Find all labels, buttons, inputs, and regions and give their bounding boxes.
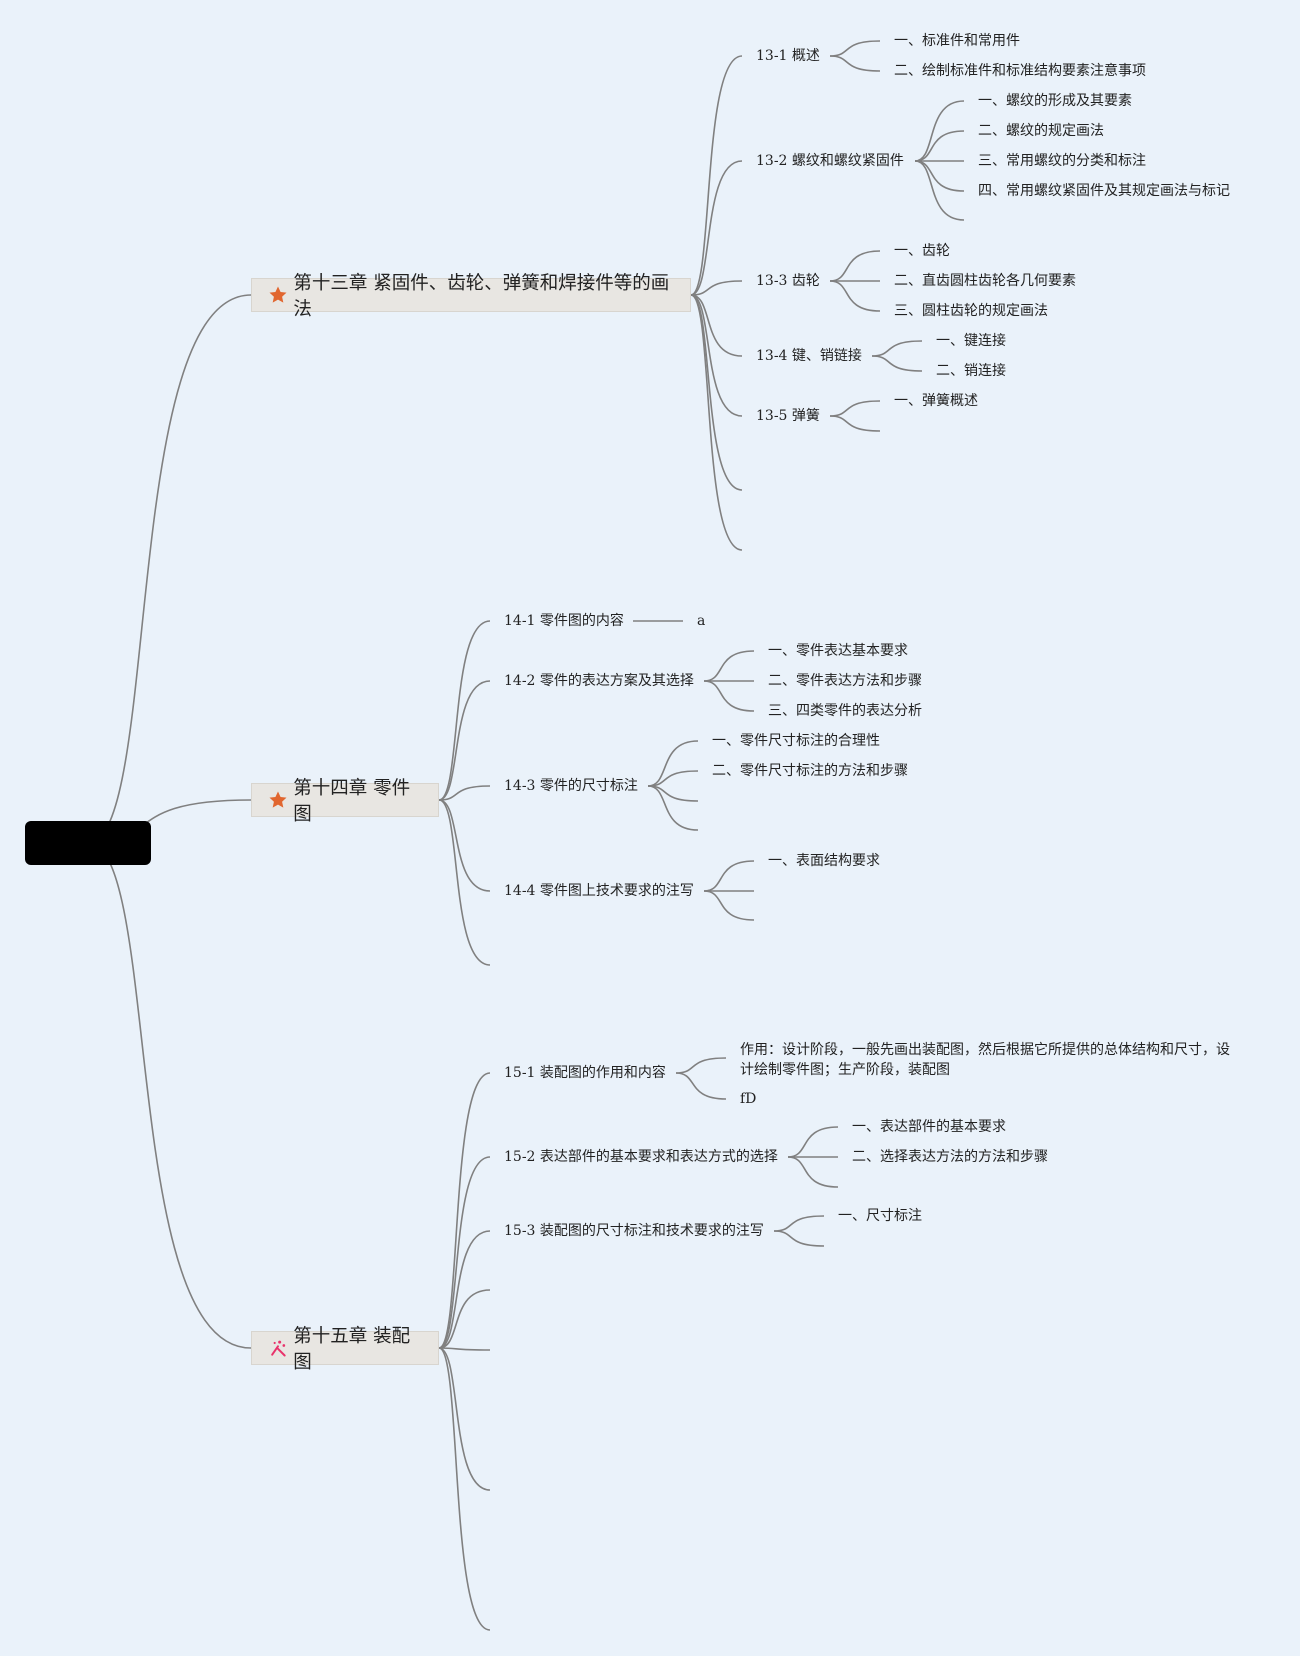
connector-line (438, 1347, 491, 1491)
connector-line (438, 785, 491, 801)
connector-line (829, 55, 881, 72)
topic-node[interactable]: 二、零件尺寸标注的方法和步骤 (712, 763, 908, 779)
section-14-2[interactable]: 14-2 零件的表达方案及其选择 (504, 673, 694, 689)
chapter-13-node[interactable]: 第十三章 紧固件、齿轮、弹簧和焊接件等的画法 (251, 273, 691, 320)
connector-line (647, 785, 699, 831)
sparkle-icon (268, 1337, 289, 1359)
section-13-1[interactable]: 13-1 概述 (756, 48, 820, 64)
connector-line (690, 294, 743, 417)
connector-line (438, 1347, 491, 1631)
connector-line (871, 340, 923, 357)
section-15-3[interactable]: 15-3 装配图的尺寸标注和技术要求的注写 (504, 1223, 764, 1239)
connector-line (871, 355, 923, 372)
section-13-4[interactable]: 13-4 键、销链接 (756, 348, 862, 364)
topic-node[interactable]: 三、四类零件的表达分析 (768, 703, 922, 719)
connector-line (438, 1230, 491, 1349)
topic-node[interactable]: 二、选择表达方法的方法和步骤 (852, 1149, 1048, 1165)
chapter-13-label: 第十三章 紧固件、齿轮、弹簧和焊接件等的画法 (293, 273, 670, 320)
topic-node[interactable]: 三、圆柱齿轮的规定画法 (894, 303, 1048, 319)
section-13-5[interactable]: 13-5 弹簧 (756, 408, 820, 424)
topic-node[interactable]: 二、直齿圆柱齿轮各几何要素 (894, 273, 1076, 289)
connector-line (829, 250, 881, 282)
connector-line (690, 294, 743, 551)
section-14-1[interactable]: 14-1 零件图的内容 (504, 613, 624, 629)
note-node[interactable]: 作用：设计阶段，一般先画出装配图，然后根据它所提供的总体结构和尺寸，设计绘制零件… (740, 1042, 1230, 1078)
topic-node[interactable]: 一、标准件和常用件 (894, 33, 1020, 49)
root-node[interactable] (25, 821, 151, 865)
connector-line (438, 799, 491, 966)
topic-node[interactable]: 一、键连接 (936, 333, 1006, 349)
topic-node[interactable]: 一、零件表达基本要求 (768, 643, 908, 659)
connector-line (703, 680, 755, 712)
topic-node[interactable]: 一、螺纹的形成及其要素 (978, 93, 1132, 109)
connector-line (773, 1230, 825, 1247)
connector-line (690, 294, 743, 357)
connector-line (773, 1215, 825, 1232)
connector-line (690, 280, 743, 296)
connector-line (438, 1072, 491, 1349)
connector-line (690, 55, 743, 296)
connector-line (914, 130, 965, 162)
connector-line (914, 100, 965, 162)
connector-line (438, 680, 491, 801)
section-13-2[interactable]: 13-2 螺纹和螺纹紧固件 (756, 153, 904, 169)
topic-node[interactable]: 二、销连接 (936, 363, 1006, 379)
topic-node[interactable]: 一、零件尺寸标注的合理性 (712, 733, 880, 749)
topic-node[interactable]: 一、弹簧概述 (894, 393, 978, 409)
connector-line (690, 160, 743, 296)
connector-line (703, 890, 755, 921)
connector-line (690, 294, 743, 491)
root-connector (87, 294, 252, 844)
connector-line (787, 1156, 839, 1188)
section-14-3[interactable]: 14-3 零件的尺寸标注 (504, 778, 638, 794)
connector-line (675, 1057, 727, 1074)
star-icon (268, 789, 289, 811)
topic-node[interactable]: 二、绘制标准件和标准结构要素注意事项 (894, 63, 1146, 79)
connector-line (829, 40, 881, 57)
connector-line (438, 799, 491, 892)
connector-line (675, 1072, 727, 1100)
connector-line (438, 1289, 491, 1349)
section-13-3[interactable]: 13-3 齿轮 (756, 273, 820, 289)
section-15-2[interactable]: 15-2 表达部件的基本要求和表达方式的选择 (504, 1149, 778, 1165)
topic-node[interactable]: 二、螺纹的规定画法 (978, 123, 1104, 139)
connector-line (438, 1347, 491, 1351)
topic-node[interactable]: 一、齿轮 (894, 243, 950, 259)
connector-line (438, 620, 491, 801)
connector-line (829, 415, 881, 432)
connector-line (829, 400, 881, 417)
star-icon (268, 284, 289, 306)
topic-node[interactable]: a (697, 613, 706, 629)
section-15-1[interactable]: 15-1 装配图的作用和内容 (504, 1065, 666, 1081)
connector-line (703, 650, 755, 682)
connector-line (787, 1126, 839, 1158)
chapter-14-label: 第十四章 零件图 (293, 778, 411, 825)
chapter-15-node[interactable]: 第十五章 装配图 (251, 1326, 439, 1373)
connector-line (647, 770, 699, 787)
connector-line (438, 1156, 491, 1349)
connector-line (703, 860, 755, 892)
root-connector (87, 842, 252, 1349)
topic-node[interactable]: 一、表达部件的基本要求 (852, 1119, 1006, 1135)
connector-line (647, 740, 699, 787)
connector-line (829, 280, 881, 312)
topic-node[interactable]: 三、常用螺纹的分类和标注 (978, 153, 1146, 169)
topic-node[interactable]: 一、表面结构要求 (768, 853, 880, 869)
connector-line (914, 160, 965, 221)
topic-node[interactable]: 四、常用螺纹紧固件及其规定画法与标记 (978, 183, 1230, 199)
section-14-4[interactable]: 14-4 零件图上技术要求的注写 (504, 883, 694, 899)
topic-node[interactable]: fD (740, 1091, 757, 1107)
topic-node[interactable]: 二、零件表达方法和步骤 (768, 673, 922, 689)
connector-line (914, 160, 965, 192)
topic-node[interactable]: 一、尺寸标注 (838, 1208, 922, 1224)
chapter-15-label: 第十五章 装配图 (293, 1326, 411, 1373)
chapter-14-node[interactable]: 第十四章 零件图 (251, 778, 439, 825)
